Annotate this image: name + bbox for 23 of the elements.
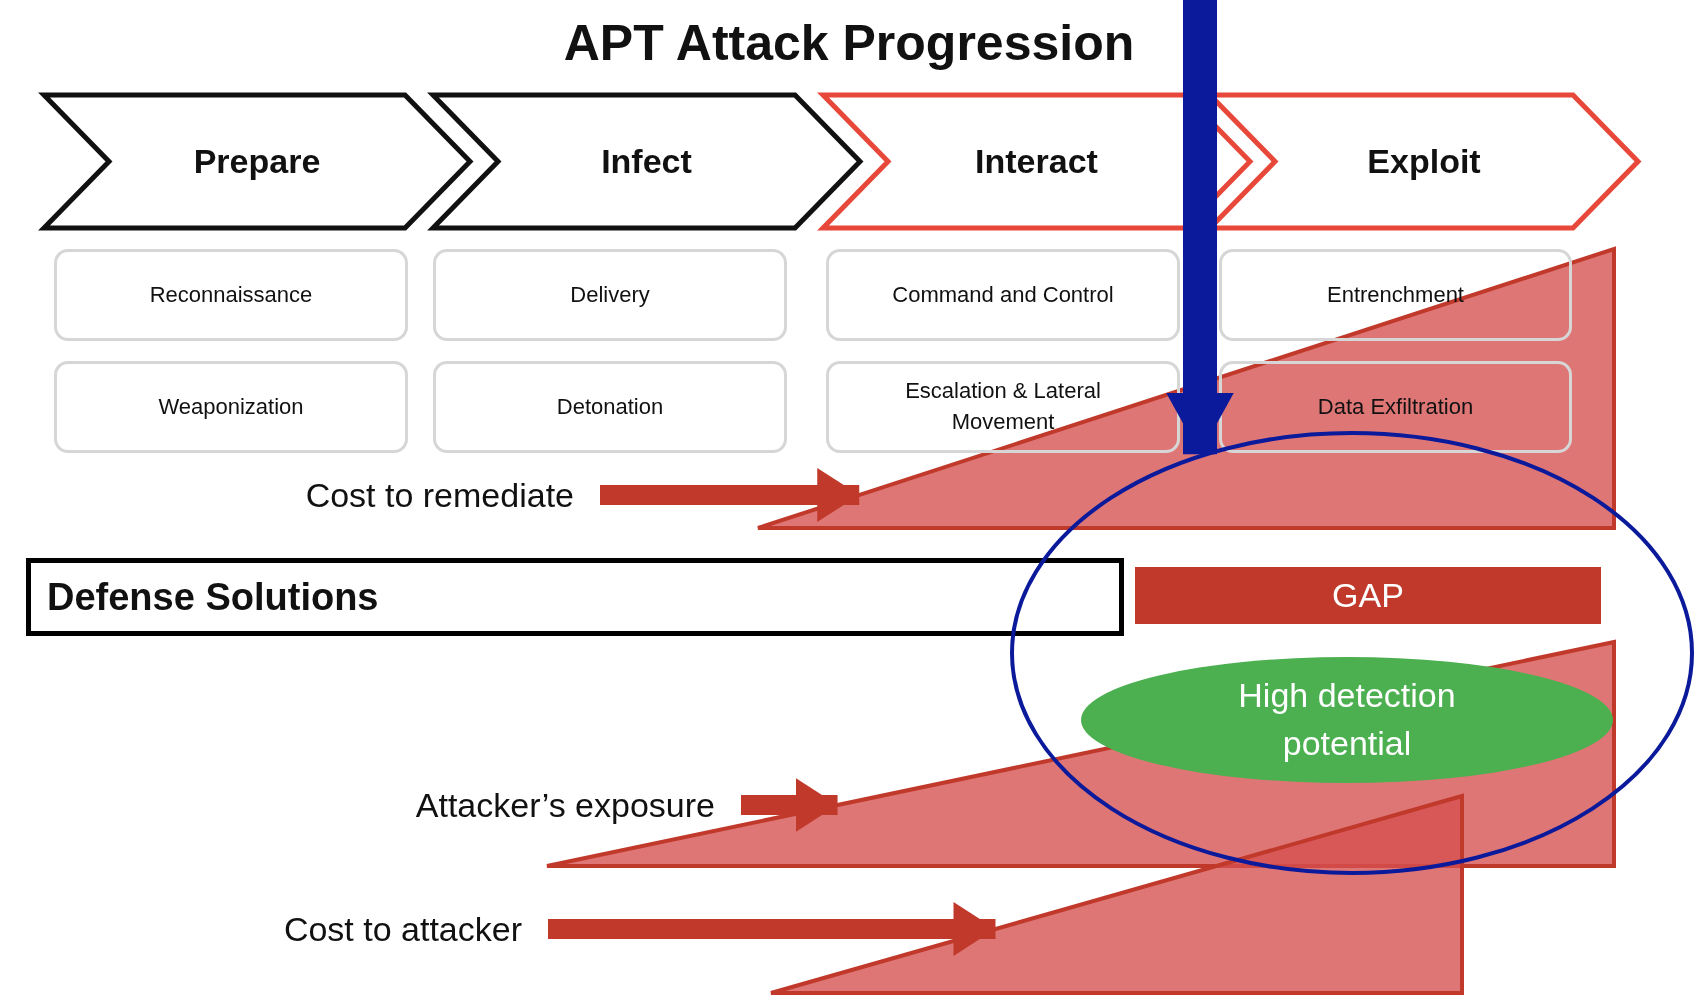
gap-bar: GAP — [1135, 567, 1601, 624]
phase-label: Interact — [975, 142, 1098, 181]
stage-box: Escalation & Lateral Movement — [826, 361, 1180, 453]
metric-label: Attacker’s exposure — [415, 784, 715, 826]
stage-box: Detonation — [433, 361, 787, 453]
stage-box: Reconnaissance — [54, 249, 408, 341]
triangle-shape — [758, 249, 1614, 528]
defense-box: Defense Solutions — [26, 558, 1124, 636]
triangle-shape — [771, 796, 1462, 993]
arrow — [548, 902, 996, 956]
metric-label: Cost to attacker — [283, 908, 522, 950]
stage-box: Delivery — [433, 249, 787, 341]
diagram-title: APT Attack Progression — [562, 14, 1136, 72]
stage-box: Entrenchment — [1219, 249, 1572, 341]
phase-label: Infect — [601, 142, 692, 181]
metric-label: Cost to remediate — [305, 474, 574, 516]
stage-box: Command and Control — [826, 249, 1180, 341]
arrow — [1166, 0, 1234, 455]
stage-box: Weaponization — [54, 361, 408, 453]
arrow — [600, 468, 860, 522]
arrow — [741, 778, 838, 832]
phase-label: Prepare — [193, 142, 321, 181]
phase-label: Exploit — [1367, 142, 1481, 181]
